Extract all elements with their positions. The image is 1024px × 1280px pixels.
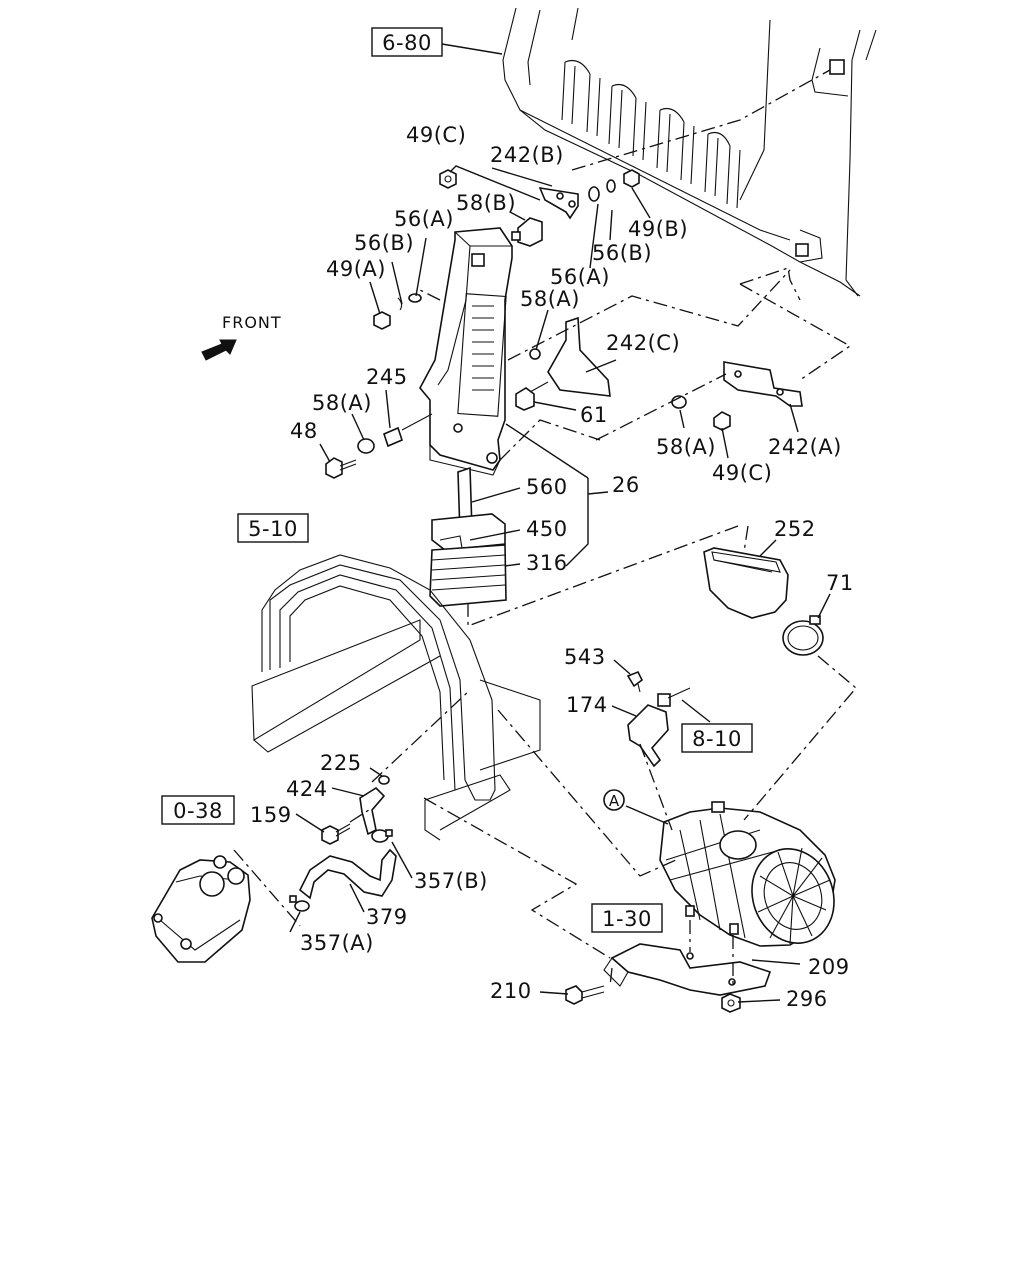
air-duct-snorkel xyxy=(419,227,513,476)
label-225: 225 xyxy=(320,751,362,775)
cab-back-panel xyxy=(502,7,877,297)
precleaner-assembly xyxy=(429,466,507,607)
nuts-lower-right xyxy=(671,395,731,431)
label-543: 543 xyxy=(564,645,606,669)
label-209: 209 xyxy=(808,955,850,979)
bracket-242b xyxy=(538,186,579,220)
restriction-indicator-174 xyxy=(627,687,691,768)
label-56a-top: 56(A) xyxy=(394,207,454,231)
bolt-48-spacer-245 xyxy=(325,413,433,479)
label-357a: 357(A) xyxy=(300,931,374,955)
label-71: 71 xyxy=(826,571,854,595)
bracket-242c xyxy=(529,316,611,397)
label-210: 210 xyxy=(490,979,532,1003)
label-58b: 58(B) xyxy=(456,191,516,215)
washers-right xyxy=(588,169,640,202)
clamp-357a xyxy=(289,895,310,912)
label-252: 252 xyxy=(774,517,816,541)
front-label: FRONT xyxy=(222,313,282,332)
air-cleaner-body xyxy=(659,801,836,947)
ref-box-0-38[interactable]: 0-38 xyxy=(161,795,235,825)
label-56a-right: 56(A) xyxy=(550,265,610,289)
label-379: 379 xyxy=(366,905,408,929)
label-58a-mid: 58(A) xyxy=(520,287,580,311)
hose-379 xyxy=(298,848,397,900)
clamp-357b xyxy=(371,829,393,843)
rubber-mount-58b xyxy=(511,217,543,247)
label-26: 26 xyxy=(612,473,640,497)
nut-washers-left xyxy=(373,293,422,330)
label-296: 296 xyxy=(786,987,828,1011)
hose-clamp-71 xyxy=(782,615,824,656)
label-242c: 242(C) xyxy=(606,331,680,355)
label-174: 174 xyxy=(566,693,608,717)
front-arrow-icon xyxy=(201,339,237,361)
label-450: 450 xyxy=(526,517,568,541)
svg-text:5-10: 5-10 xyxy=(248,517,298,541)
label-245: 245 xyxy=(366,365,408,389)
label-242b: 242(B) xyxy=(490,143,564,167)
label-61: 61 xyxy=(580,403,608,427)
screw-543 xyxy=(626,670,644,693)
bolt-61 xyxy=(515,381,549,411)
label-49c-bottom: 49(C) xyxy=(712,461,772,485)
label-242a: 242(A) xyxy=(768,435,842,459)
nut-296 xyxy=(721,993,741,1013)
bolt-210 xyxy=(565,985,605,1005)
bolt-159 xyxy=(321,823,351,845)
inlet-hood-252 xyxy=(703,547,789,619)
label-56b-left: 56(B) xyxy=(354,231,414,255)
ref-box-8-10[interactable]: 8-10 xyxy=(681,723,753,753)
label-49c-top: 49(C) xyxy=(406,123,466,147)
nut-49c-top xyxy=(439,169,457,189)
ref-box-1-30[interactable]: 1-30 xyxy=(591,903,663,933)
label-56b-right: 56(B) xyxy=(592,241,652,265)
bracket-242a xyxy=(723,361,803,407)
label-357b: 357(B) xyxy=(414,869,488,893)
chassis-frame xyxy=(251,554,541,841)
label-58a-right: 58(A) xyxy=(656,435,716,459)
label-560: 560 xyxy=(526,475,568,499)
label-49b: 49(B) xyxy=(628,217,688,241)
svg-text:6-80: 6-80 xyxy=(382,31,432,55)
label-424: 424 xyxy=(286,777,328,801)
label-48: 48 xyxy=(290,419,318,443)
mounting-bracket-209 xyxy=(603,943,772,996)
vacuum-pump xyxy=(151,855,251,963)
ref-box-6-80[interactable]: 6-80 xyxy=(371,27,443,57)
circle-a-callout: A xyxy=(603,789,625,811)
svg-text:A: A xyxy=(609,792,620,810)
svg-text:0-38: 0-38 xyxy=(173,799,223,823)
fitting-424-225 xyxy=(359,775,390,836)
label-316: 316 xyxy=(526,551,568,575)
svg-text:1-30: 1-30 xyxy=(602,907,652,931)
label-159: 159 xyxy=(250,803,292,827)
ref-box-5-10[interactable]: 5-10 xyxy=(237,513,309,543)
leader-lines xyxy=(233,43,857,1003)
label-49a: 49(A) xyxy=(326,257,386,281)
label-58a-left: 58(A) xyxy=(312,391,372,415)
svg-text:8-10: 8-10 xyxy=(692,727,742,751)
